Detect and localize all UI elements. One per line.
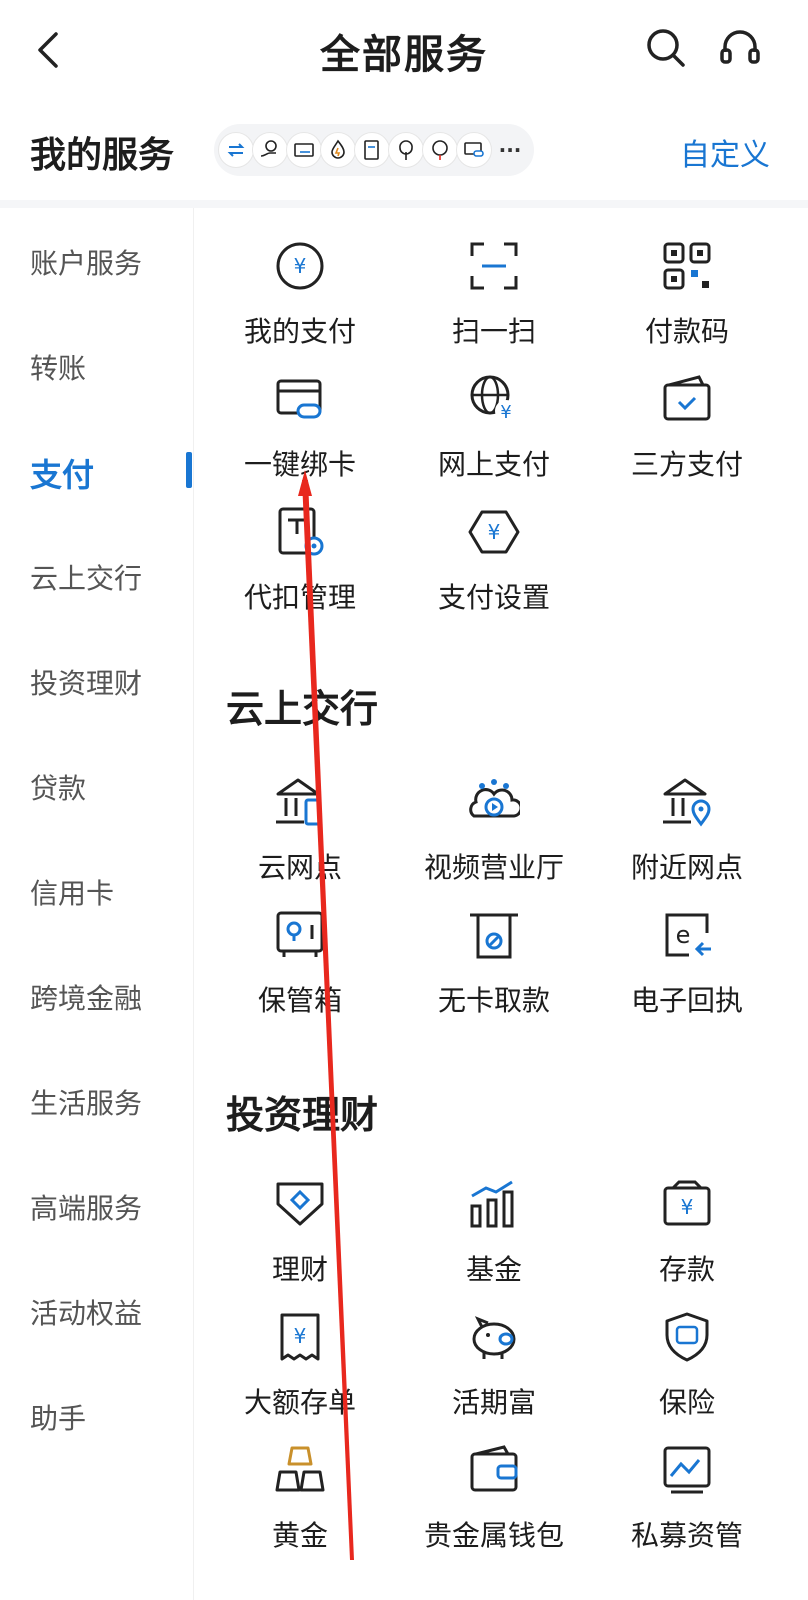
wallet-icon — [470, 1445, 518, 1492]
service-scan[interactable]: 扫一扫 — [396, 240, 592, 360]
service-online-pay[interactable]: ¥ 网上支付 — [396, 373, 592, 493]
deposit-box-icon: ¥ — [663, 1180, 711, 1226]
svg-text:¥: ¥ — [294, 254, 307, 278]
chevron-left-icon[interactable] — [30, 28, 70, 72]
sidebar-item-cross-border[interactable]: 跨境金融 — [30, 982, 143, 1015]
sidebar-item-life[interactable]: 生活服务 — [30, 1087, 143, 1120]
yuan-circle-icon: ¥ — [276, 242, 324, 290]
wallet-check-icon — [663, 375, 711, 421]
active-indicator — [186, 452, 192, 488]
chart-crown-icon — [663, 1446, 711, 1494]
balloon-icon — [422, 132, 458, 168]
my-services-icons[interactable]: ··· — [214, 124, 534, 176]
section-title-cloud: 云上交行 — [226, 687, 379, 731]
svg-text:¥: ¥ — [294, 1324, 307, 1348]
service-metal-wallet[interactable]: 贵金属钱包 — [396, 1444, 592, 1564]
bind-card-icon — [276, 379, 322, 419]
sidebar-item-account[interactable]: 账户服务 — [30, 247, 143, 280]
service-content: ¥ 我的支付 扫一扫 付款码 一键绑卡 ¥ 网上支付 三方支付 代扣管理 ¥ 支… — [196, 208, 808, 1600]
sidebar-item-invest[interactable]: 投资理财 — [30, 667, 143, 700]
page-title: 全部服务 — [320, 32, 488, 78]
shield-bao-icon — [665, 1312, 709, 1362]
piggy-bank-icon — [472, 1316, 516, 1359]
scan-icon — [470, 242, 518, 290]
gold-bars-icon — [275, 1446, 325, 1492]
service-bind-card[interactable]: 一键绑卡 — [202, 373, 398, 493]
atm-icon — [470, 913, 518, 959]
sidebar-item-assistant[interactable]: 助手 — [30, 1402, 87, 1435]
sidebar-item-payment[interactable]: 支付 — [30, 456, 95, 494]
svg-text:¥: ¥ — [500, 402, 511, 423]
service-safe-box[interactable]: 保管箱 — [202, 909, 398, 1029]
qr-code-icon — [663, 242, 711, 290]
section-title-invest: 投资理财 — [226, 1093, 379, 1137]
service-cardless-withdraw[interactable]: 无卡取款 — [396, 909, 592, 1029]
headset-icon[interactable] — [718, 26, 762, 70]
service-auto-debit[interactable]: 代扣管理 — [202, 506, 398, 626]
service-cloud-branch[interactable]: 云网点 — [202, 776, 398, 896]
payment-hand-icon — [252, 132, 288, 168]
service-e-receipt[interactable]: e 电子回执 — [589, 909, 785, 1029]
service-video-hall[interactable]: 视频营业厅 — [396, 776, 592, 896]
service-insurance[interactable]: 保险 — [589, 1311, 785, 1431]
service-deposit[interactable]: ¥ 存款 — [589, 1178, 785, 1298]
service-nearby-branch[interactable]: 附近网点 — [589, 776, 785, 896]
service-pay-code[interactable]: 付款码 — [589, 240, 785, 360]
svg-text:¥: ¥ — [681, 1195, 694, 1219]
search-icon[interactable] — [644, 26, 688, 70]
more-icon[interactable]: ··· — [498, 138, 522, 162]
video-hall-icon — [469, 779, 520, 818]
service-huoqifu[interactable]: 活期富 — [396, 1311, 592, 1431]
service-private-asset[interactable]: 私募资管 — [589, 1444, 785, 1564]
e-receipt-icon: e — [665, 913, 711, 957]
bank-phone-icon — [276, 778, 322, 826]
svg-text:¥: ¥ — [488, 520, 501, 544]
service-my-payment[interactable]: ¥ 我的支付 — [202, 240, 398, 360]
sidebar-item-cloud[interactable]: 云上交行 — [30, 562, 143, 595]
bank-pin-icon — [663, 778, 711, 827]
svg-text:e: e — [676, 921, 691, 949]
bar-chart-icon — [470, 1180, 514, 1228]
sidebar-item-loan[interactable]: 贷款 — [30, 772, 87, 805]
service-large-cd[interactable]: ¥ 大额存单 — [202, 1311, 398, 1431]
service-pay-settings[interactable]: ¥ 支付设置 — [396, 506, 592, 626]
sidebar-item-credit-card[interactable]: 信用卡 — [30, 877, 115, 910]
doc-gear-icon — [278, 507, 324, 556]
fire-icon — [320, 132, 356, 168]
customize-link[interactable]: 自定义 — [680, 138, 770, 173]
category-sidebar: 账户服务 转账 支付 云上交行 投资理财 贷款 信用卡 跨境金融 生活服务 高端… — [0, 208, 194, 1600]
my-services-title: 我的服务 — [30, 135, 175, 176]
globe-yuan-icon: ¥ — [470, 375, 517, 423]
my-services-bar: 我的服务 ··· 自定义 — [0, 100, 808, 200]
service-gold[interactable]: 黄金 — [202, 1444, 398, 1564]
service-fund[interactable]: 基金 — [396, 1178, 592, 1298]
sidebar-item-transfer[interactable]: 转账 — [30, 352, 87, 385]
sidebar-item-activity[interactable]: 活动权益 — [30, 1297, 143, 1330]
service-third-party-pay[interactable]: 三方支付 — [589, 373, 785, 493]
link-card-icon — [456, 132, 492, 168]
top-bar: 全部服务 — [0, 0, 808, 100]
hexagon-yuan-icon: ¥ — [468, 510, 520, 554]
safe-box-icon — [276, 911, 324, 957]
tree-icon — [388, 132, 424, 168]
card-icon — [286, 132, 322, 168]
bill-icon — [354, 132, 390, 168]
service-wealth[interactable]: 理财 — [202, 1178, 398, 1298]
transfer-icon — [218, 132, 254, 168]
diamond-badge-icon — [276, 1182, 324, 1226]
receipt-yuan-icon: ¥ — [280, 1313, 320, 1361]
sidebar-item-premium[interactable]: 高端服务 — [30, 1192, 143, 1225]
divider — [0, 200, 808, 208]
